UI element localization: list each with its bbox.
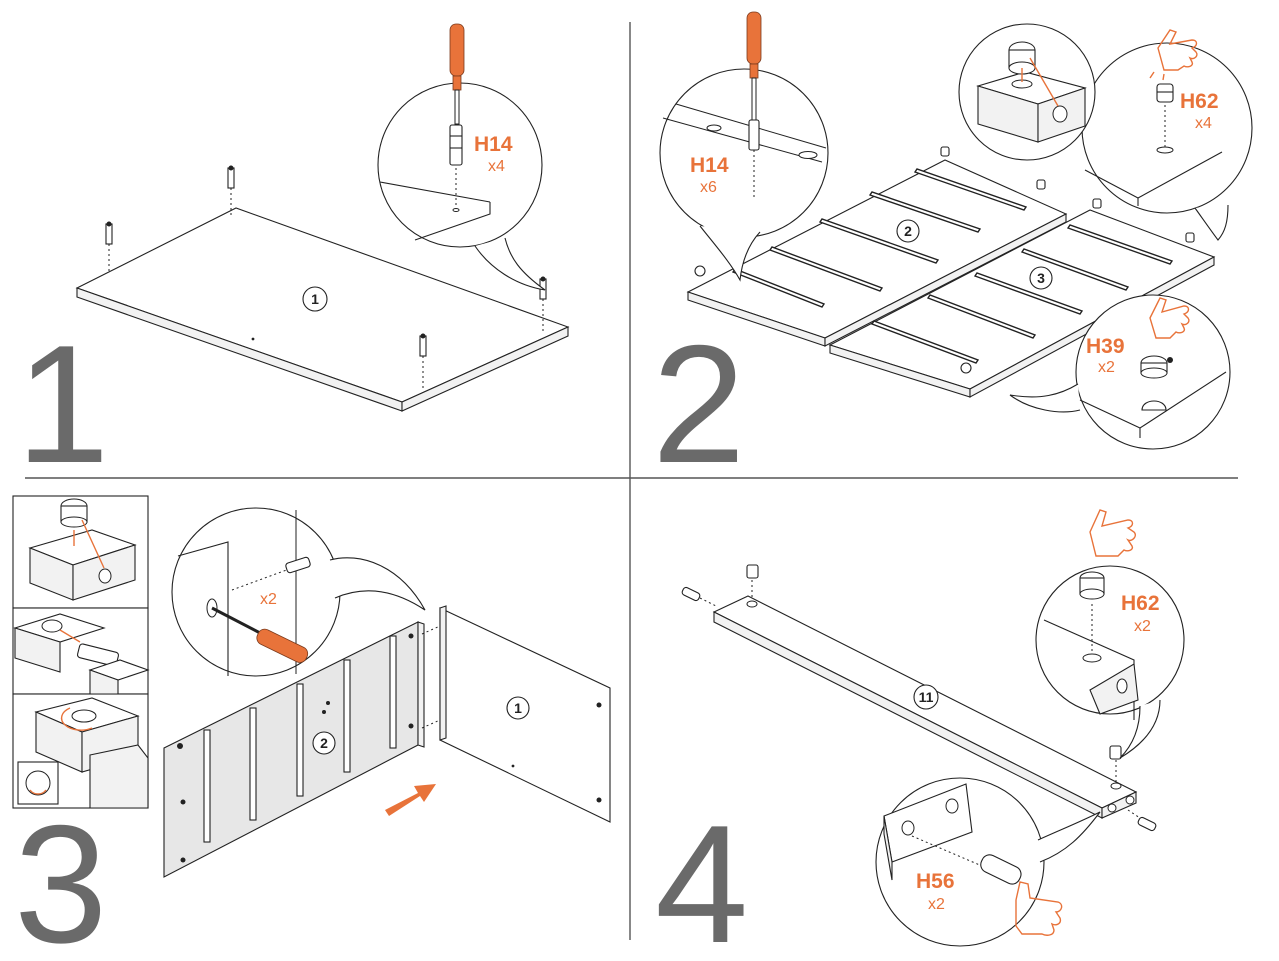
- part-code: H39: [1086, 335, 1125, 358]
- cam-lock-insert-detail: [958, 23, 1096, 161]
- part-code: H14: [474, 133, 513, 156]
- cam-locks: [694, 146, 1195, 374]
- screwdriver-icon: [206, 598, 309, 663]
- panel-2: [163, 621, 425, 878]
- part-badge-label: 11: [919, 689, 934, 705]
- cam-lock-icon: [285, 556, 311, 574]
- step-number-3: 3: [14, 790, 107, 961]
- part-badge: [302, 286, 328, 312]
- part-badge: [312, 731, 336, 755]
- detail-callout: H39 x2: [1009, 294, 1231, 450]
- dowel-icon: [980, 854, 1022, 885]
- part-qty: x4: [1195, 115, 1212, 132]
- step-1-panel: 1 H14 x4: [75, 23, 570, 412]
- part-badge-label: 3: [1037, 270, 1045, 286]
- dowel-icon: [681, 586, 1157, 832]
- part-badge-label: 1: [311, 291, 319, 307]
- cam-locks: [746, 564, 1122, 782]
- part-badge-label: 1: [514, 700, 522, 716]
- detail-callout: x2: [171, 507, 426, 677]
- part-code: H62: [1180, 90, 1219, 113]
- cam-lock-thumbnails: [12, 495, 150, 809]
- part-badge-label: 2: [904, 223, 912, 239]
- back-panel-3: [828, 209, 1216, 398]
- cam-lock-icon: [41, 619, 63, 633]
- pin-bolts: [105, 165, 547, 388]
- step-number-1: 1: [16, 310, 109, 498]
- cam-lock-icon: [1079, 571, 1105, 600]
- part-badge: [506, 696, 530, 720]
- detail-callout: H62 x4: [1081, 29, 1253, 241]
- panel-dividers: [25, 22, 1238, 940]
- detail-callout: H14 x6: [659, 11, 829, 282]
- part-badge: [913, 684, 939, 710]
- part-code: H56: [916, 870, 955, 893]
- hand-press-icon: [1015, 881, 1063, 936]
- hand-press-icon: [1089, 509, 1137, 557]
- cam-lock-icon: [1156, 83, 1174, 103]
- step-number-2: 2: [652, 310, 745, 498]
- part-code: H14: [690, 154, 729, 177]
- part-qty: x2: [928, 896, 945, 913]
- cam-lock-icon: [60, 498, 88, 528]
- detail-callout: H56 x2: [875, 777, 1101, 947]
- arrow-icon: [385, 784, 436, 816]
- hand-press-icon: [1149, 29, 1198, 81]
- part-qty: x2: [1098, 359, 1115, 376]
- back-panel-2: [686, 159, 1068, 347]
- part-badge-label: 2: [320, 735, 328, 751]
- detail-callout: H62 x2: [1035, 509, 1185, 759]
- step-2-panel: 2 3 H: [659, 11, 1253, 450]
- step-3-panel: 2 1: [12, 495, 611, 878]
- step-number-4: 4: [655, 790, 748, 961]
- part-qty: x2: [1134, 618, 1151, 635]
- cam-lock-icon: [1008, 41, 1036, 75]
- part-qty: x4: [488, 158, 505, 175]
- dowel-icon: [449, 124, 463, 166]
- part-badge: [1029, 266, 1053, 290]
- screwdriver-icon: [746, 11, 762, 151]
- part-badge: [896, 219, 920, 243]
- screwdriver-icon: [449, 23, 465, 125]
- part-qty: x2: [260, 591, 277, 608]
- step-4-panel: 11: [681, 509, 1185, 947]
- part-code: H62: [1121, 592, 1160, 615]
- detail-callout: H14 x4: [377, 23, 546, 291]
- part-qty: x6: [700, 179, 717, 196]
- cam-lock-icon: [1140, 355, 1173, 379]
- hand-press-icon: [1149, 297, 1190, 339]
